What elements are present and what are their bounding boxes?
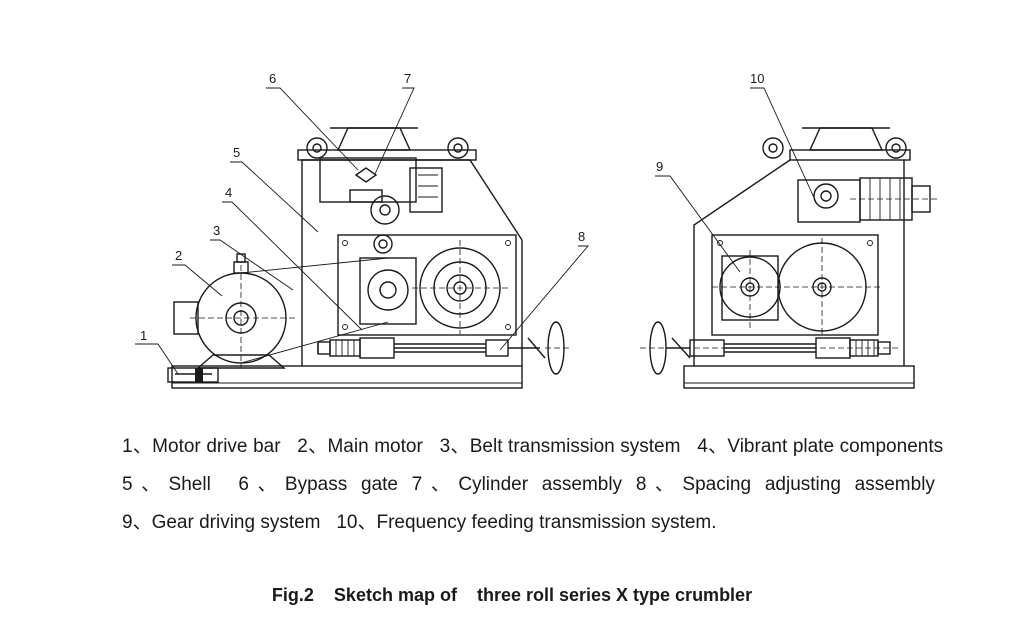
left-callout-leaders [135, 87, 589, 375]
crumbler-sketch: 1 2 3 4 5 6 7 8 9 10 [135, 71, 940, 389]
callout-3: 3 [213, 223, 220, 238]
callout-4: 4 [225, 185, 232, 200]
right-adjusting-rod [640, 321, 900, 375]
roll [412, 240, 510, 334]
bypass-gate [319, 157, 417, 203]
callout-9: 9 [656, 159, 663, 174]
legend-item-4: 4、Vibrant plate components [697, 436, 944, 457]
legend-item-1: 1、Motor drive bar [122, 436, 281, 457]
legend-item-7: 7、Cylinder assembly [411, 474, 623, 495]
parts-legend: 1、Motor drive bar 2、Main motor 3、Belt tr… [122, 428, 954, 542]
legend-item-5: 5、Shell [122, 474, 211, 495]
callout-6: 6 [269, 71, 276, 86]
callout-labels: 1 2 3 4 5 6 7 8 9 10 [140, 71, 764, 343]
callout-5: 5 [233, 145, 240, 160]
figure-caption: Fig.2 Sketch map of three roll series X … [271, 585, 753, 605]
motor-drive-bar [167, 367, 219, 383]
left-view [135, 87, 589, 389]
callout-8: 8 [578, 229, 585, 244]
callout-2: 2 [175, 248, 182, 263]
legend-item-10: 10、Frequency feeding transmission system… [336, 512, 717, 533]
right-view [640, 87, 940, 389]
legend-item-8: 8、Spacing adjusting assembly [635, 474, 935, 495]
spacing-adjusting-assembly [317, 321, 570, 375]
roll-housing [337, 234, 517, 336]
right-callout-leaders [655, 87, 817, 273]
callout-7: 7 [404, 71, 411, 86]
legend-item-9: 9、Gear driving system [122, 512, 321, 533]
gear-driving-system [711, 234, 880, 336]
frequency-feeding-transmission [797, 177, 940, 223]
legend-item-3: 3、Belt transmission system [439, 436, 681, 457]
legend-item-6: 6、Bypass gate [238, 474, 398, 495]
shell [297, 127, 523, 366]
callout-10: 10 [750, 71, 764, 86]
cylinder-assembly [370, 167, 443, 225]
belt-transmission-system [240, 257, 417, 364]
callout-1: 1 [140, 328, 147, 343]
legend-item-2: 2、Main motor [297, 436, 423, 457]
